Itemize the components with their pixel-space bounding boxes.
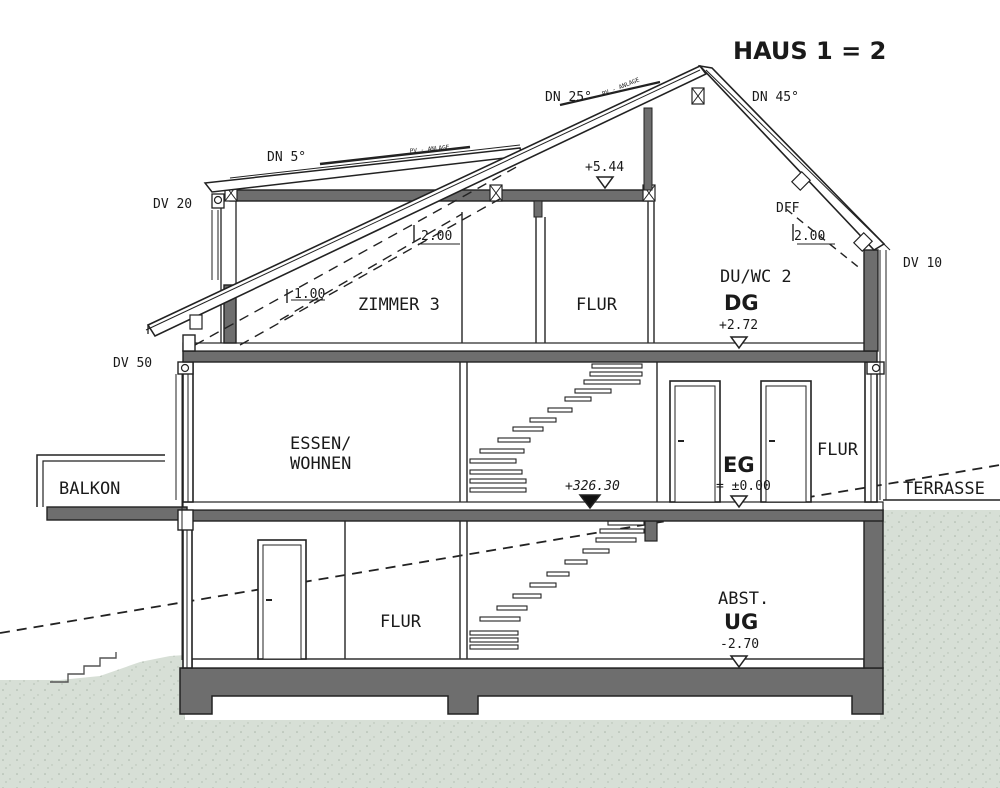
height-100: 1.00 [294, 287, 325, 302]
page-title: HAUS 1 = 2 [733, 37, 886, 65]
terrain [0, 510, 1000, 788]
level-eg-label: EG [723, 453, 755, 477]
overhang-dv10: DV 10 [903, 256, 942, 271]
stair-ug [469, 520, 645, 650]
room-flur-ug: FLUR [380, 612, 422, 632]
level-eg-value: = ±0.00 [716, 479, 771, 494]
level-markers [578, 176, 749, 669]
marker-dg [729, 336, 749, 350]
pv-label-left: PV - ANLAGE [409, 144, 450, 155]
roof-pitch-left: DN 5° [267, 150, 306, 165]
basement-structure [179, 509, 884, 715]
room-du-wc: DU/WC 2 [720, 267, 792, 287]
height-200-right: 2.00 [794, 229, 825, 244]
room-essen-2: WOHNEN [290, 454, 351, 474]
roof-pitch-right: DN 45° [752, 90, 799, 105]
level-dg-value: +2.72 [719, 318, 758, 333]
overhang-dv20: DV 20 [153, 197, 192, 212]
height-ticks [286, 224, 835, 303]
level-ug-label: UG [724, 610, 758, 634]
label-terrasse: TERRASSE [903, 479, 985, 499]
roof-pitch-mid: DN 25° [545, 90, 592, 105]
level-ug-value: -2.70 [720, 637, 759, 652]
level-absolute: +326.30 [565, 479, 620, 494]
level-dg-label: DG [724, 291, 759, 315]
exterior-steps [50, 652, 117, 683]
ground-floor-structure [36, 361, 1000, 531]
room-abst: ABST. [718, 589, 769, 609]
marker-ridge [595, 176, 615, 190]
height-ridge-beam: +5.44 [585, 160, 624, 175]
roof-window-label: DFF [776, 201, 800, 216]
room-essen-1: ESSEN/ [290, 434, 351, 454]
room-flur-dg: FLUR [576, 295, 618, 315]
overhang-dv50: DV 50 [113, 356, 152, 371]
label-balkon: BALKON [59, 479, 120, 499]
height-200-left: 2.00 [421, 229, 452, 244]
room-flur-eg: FLUR [817, 440, 859, 460]
marker-eg [729, 495, 749, 509]
room-zimmer3: ZIMMER 3 [358, 295, 440, 315]
roof [145, 64, 891, 346]
marker-abs [578, 494, 602, 510]
stair-eg [469, 363, 643, 493]
marker-ug [729, 655, 749, 669]
